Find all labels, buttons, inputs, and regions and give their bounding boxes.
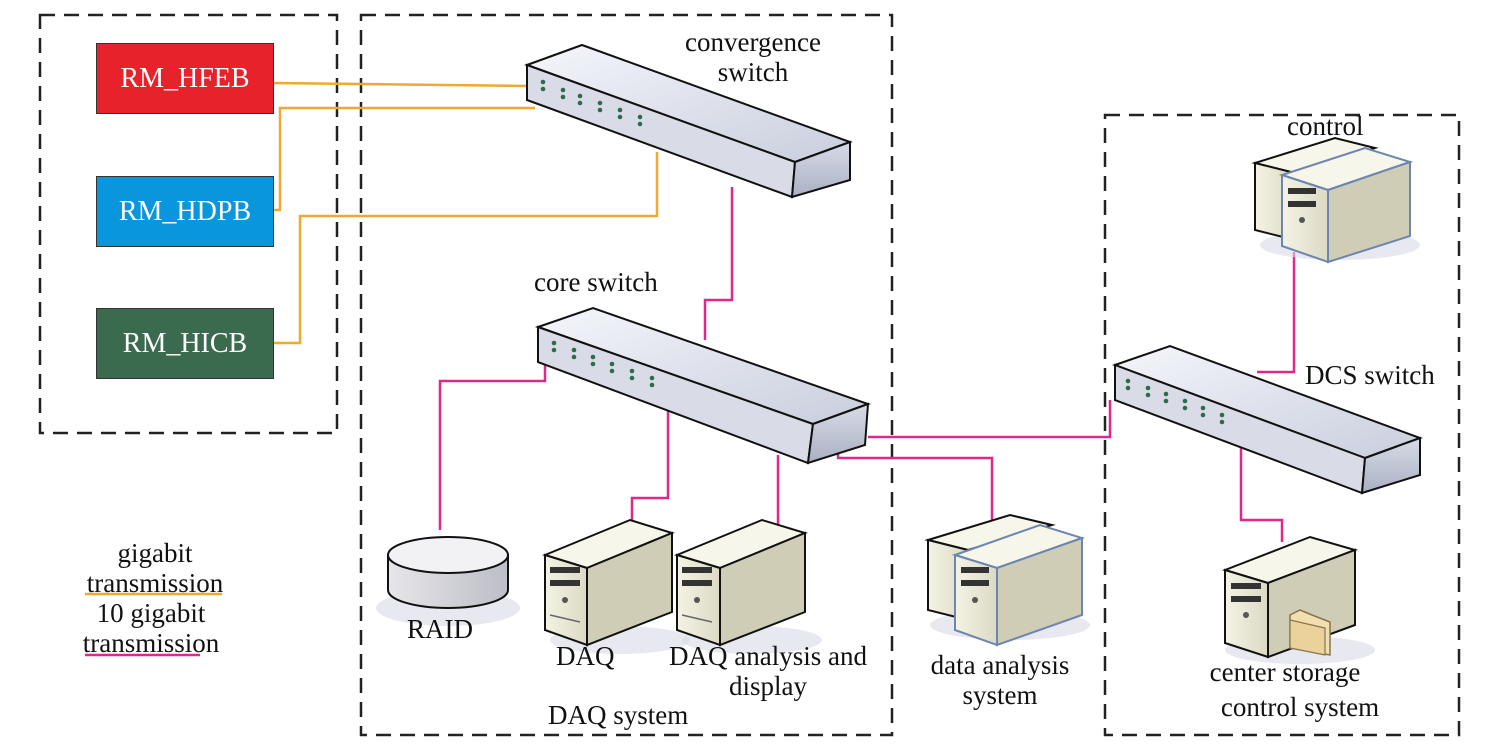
daq-analysis-server-icon <box>674 518 822 654</box>
daq-label: DAQ <box>556 641 615 671</box>
convergence-switch-label: convergence switch <box>685 27 821 87</box>
rm-hicb-box: RM_HICB <box>96 308 274 379</box>
core-switch <box>534 306 871 465</box>
daq-analysis-label: DAQ analysis and display <box>669 641 867 701</box>
data-analysis-label: data analysis system <box>930 650 1070 710</box>
data-analysis-servers-icon <box>924 513 1090 647</box>
convergence-switch <box>524 43 853 199</box>
daq-server-icon <box>542 518 690 654</box>
folder-icon <box>1289 609 1331 656</box>
center-storage-label: center storage control system <box>1209 657 1380 722</box>
core-switch-label: core switch <box>534 267 658 297</box>
rm-hfeb-box: RM_HFEB <box>96 43 274 114</box>
legend-swatches <box>85 592 222 657</box>
rm-hdpb-box: RM_HDPB <box>96 176 274 247</box>
raid-label: RAID <box>407 614 473 644</box>
center-storage-server-icon <box>1221 535 1375 664</box>
rm-hfeb-label: RM_HFEB <box>120 62 250 94</box>
daq-system-label: DAQ system <box>548 700 689 730</box>
dcs-switch <box>1112 344 1423 495</box>
dcs-system-border <box>1103 113 1461 737</box>
legend-gigabit: gigabit transmission <box>86 538 224 598</box>
legend-ten-gigabit: 10 gigabit transmission <box>82 598 220 658</box>
gigabit-links <box>272 81 659 345</box>
daq-system-border <box>359 13 894 737</box>
control-label: control <box>1287 111 1364 141</box>
rm-hdpb-label: RM_HDPB <box>118 195 252 227</box>
board-group-border <box>38 13 339 435</box>
rm-hicb-label: RM_HICB <box>122 327 248 359</box>
control-servers-icon <box>1251 136 1420 264</box>
dashed-regions <box>38 13 1461 737</box>
dcs-switch-label: DCS switch <box>1305 360 1435 390</box>
raid-storage-icon <box>376 536 520 626</box>
